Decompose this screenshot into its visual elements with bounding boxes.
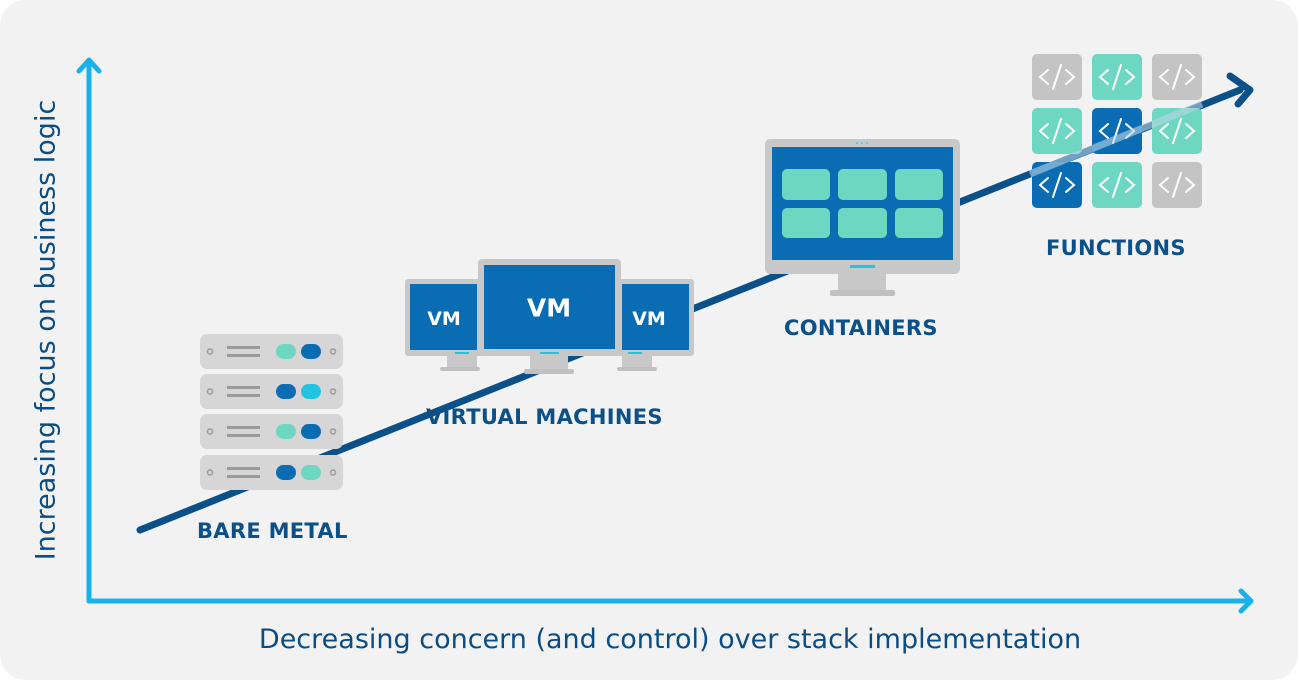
vm-label-center: VM [526,293,572,323]
code-icon [1038,64,1076,90]
containers-monitor-icon [765,139,960,296]
function-tile [1152,54,1202,100]
code-icon [1038,172,1076,198]
vm-monitor-left [405,279,482,371]
trend-arrowhead [1226,72,1254,108]
container-tile [782,169,830,200]
container-tile [895,169,943,200]
code-icon [1158,172,1196,198]
y-axis-label: Increasing focus on business logic [30,99,62,561]
server-rack-icon [200,334,343,490]
vm-label-left: VM [427,308,461,330]
vm-label-right: VM [632,308,666,330]
server-unit [200,455,343,490]
x-axis-arrowhead [1238,588,1254,614]
virtual-machines-label: VIRTUAL MACHINES [426,405,663,429]
function-tile [1032,162,1082,208]
y-axis-arrowhead [76,57,102,74]
functions-label: FUNCTIONS [1046,236,1186,260]
function-tile [1152,162,1202,208]
code-icon [1038,118,1076,144]
vm-monitors-icon [405,259,694,374]
function-tile [1032,54,1082,100]
server-unit [200,374,343,409]
x-axis-label: Decreasing concern (and control) over st… [258,624,1082,655]
vm-monitor-center [478,259,621,374]
container-tile [838,208,887,238]
bare-metal-label: BARE METAL [197,519,348,543]
vm-monitor-right [617,279,694,371]
code-icon [1098,64,1136,90]
server-unit [200,334,343,369]
functions-grid [1032,54,1202,208]
container-tile [782,208,830,238]
code-icon [1098,172,1136,198]
container-tile [838,169,887,200]
server-unit [200,414,343,449]
function-tile [1092,162,1142,208]
function-tile [1032,108,1082,154]
function-tile [1092,54,1142,100]
containers-label: CONTAINERS [784,316,938,340]
code-icon [1158,118,1196,144]
trend-line-overlay [1028,100,1204,178]
code-icon [1158,64,1196,90]
container-tile [895,208,943,238]
